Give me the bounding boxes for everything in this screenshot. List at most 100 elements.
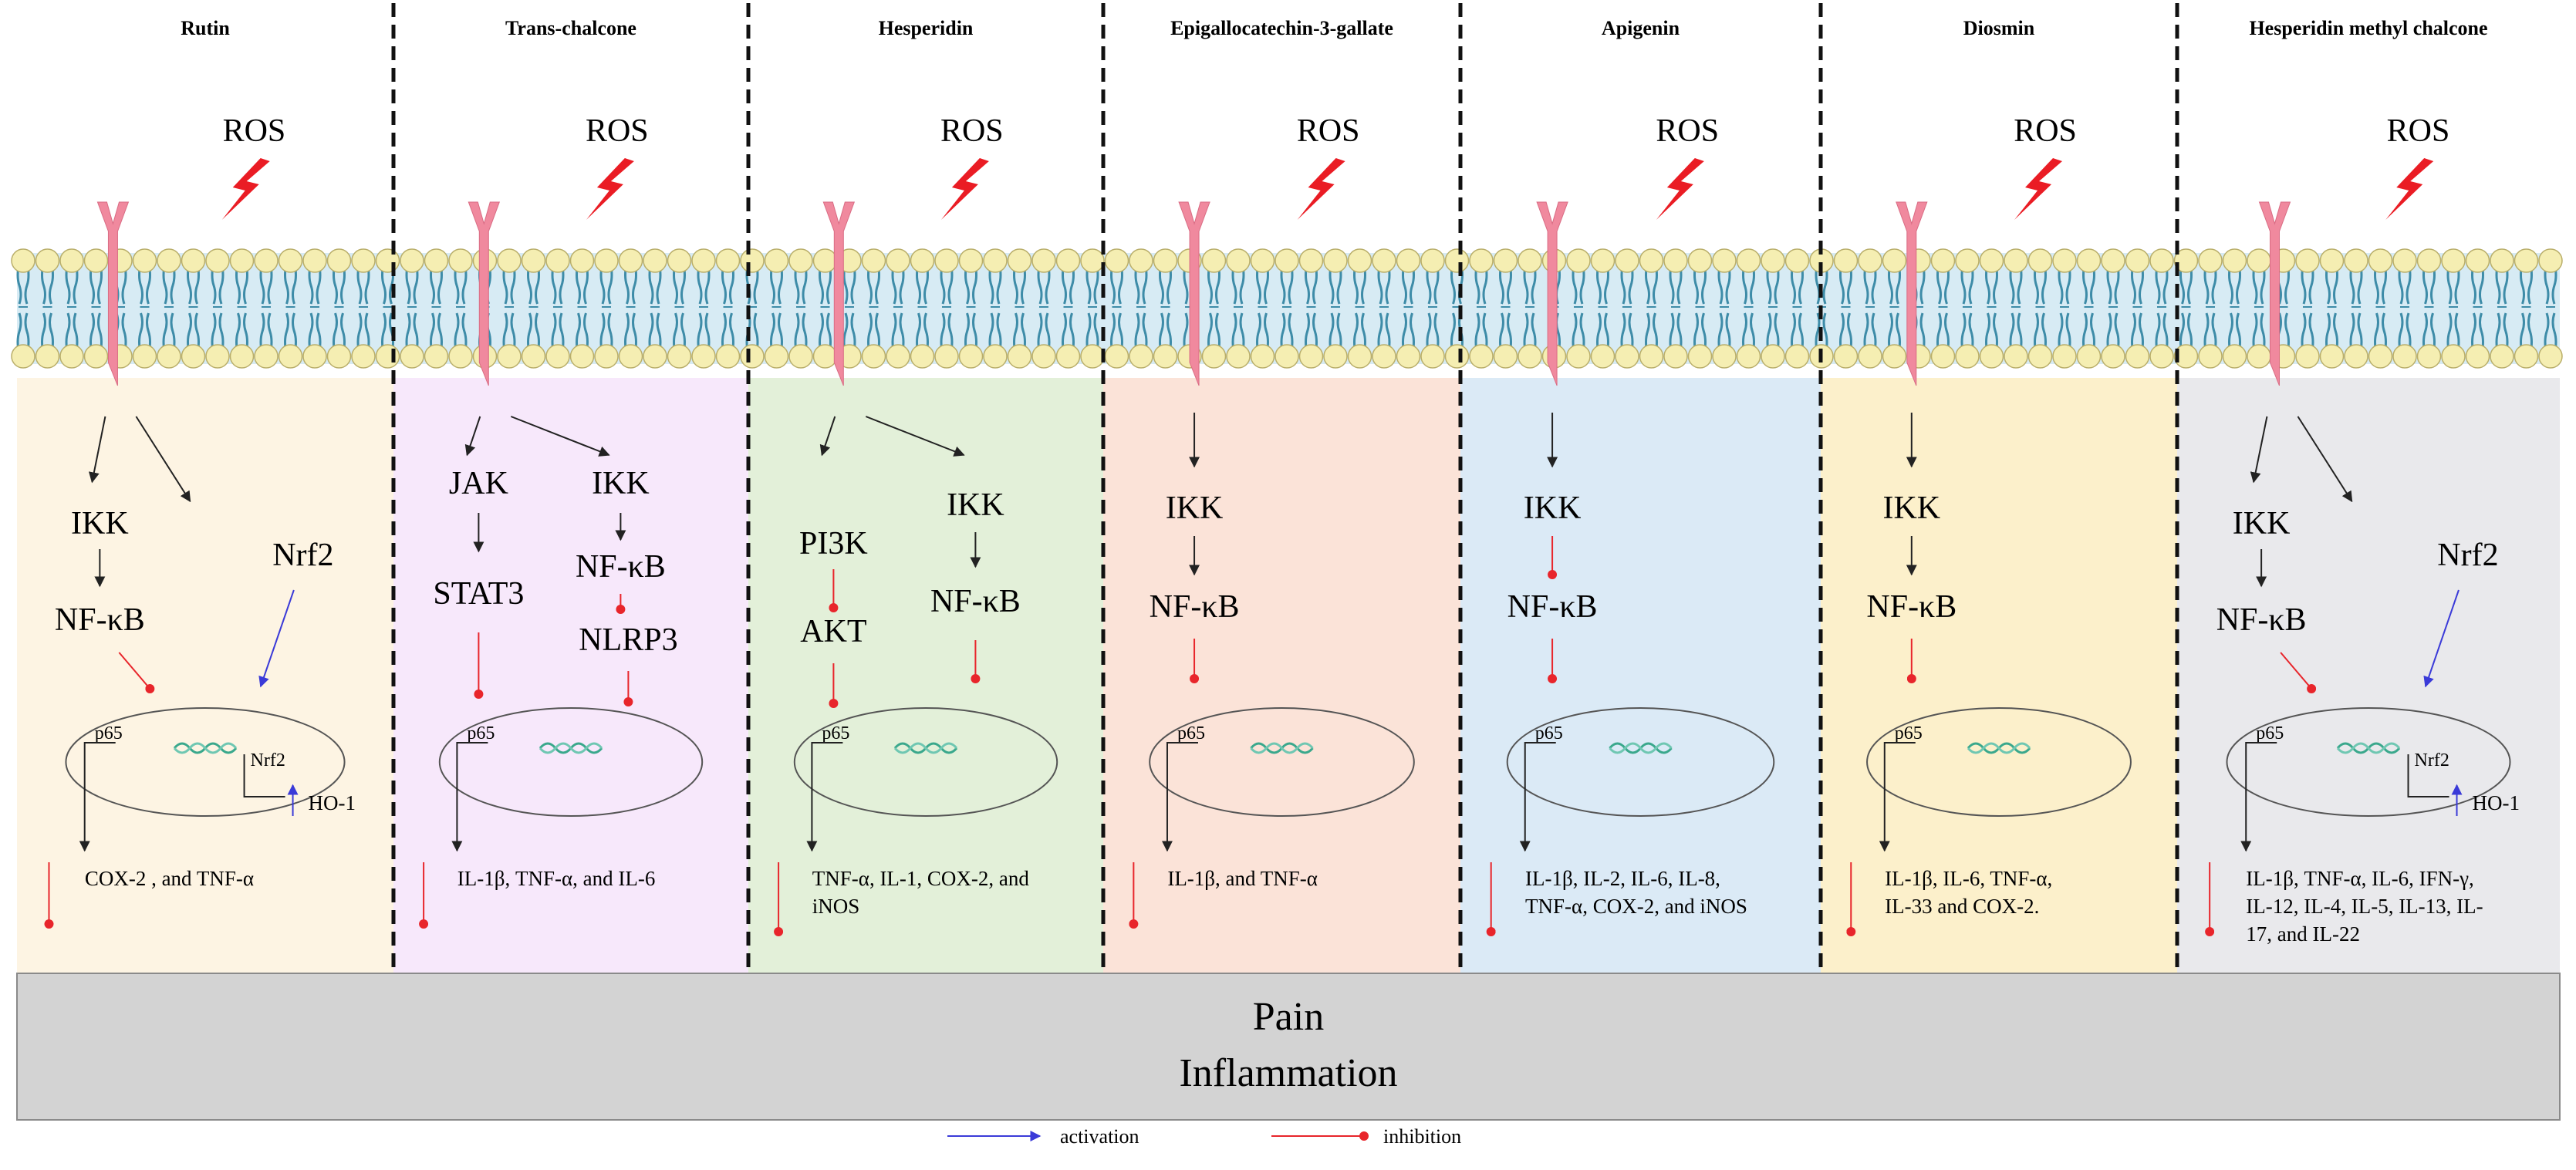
lipid-head: [400, 248, 424, 273]
ros-label: ROS: [1297, 113, 1360, 149]
dna-icon: [173, 742, 238, 754]
lipid-head: [1493, 344, 1518, 369]
node-nfkb: NF-κB: [1866, 589, 1956, 625]
lipid-head: [2125, 248, 2150, 273]
lipid-head: [1250, 344, 1275, 369]
lipid-head: [2465, 248, 2490, 273]
lipid-head: [667, 344, 692, 369]
lipid-head: [1129, 344, 1153, 369]
nrf2-to-nucleus-activation: [2423, 589, 2460, 688]
lipid-head: [2368, 344, 2393, 369]
nucleus-label-nrf2: Nrf2: [2415, 750, 2449, 770]
lipid-head: [2173, 344, 2199, 369]
lipid-head: [2392, 248, 2417, 273]
lipid-head: [1882, 248, 1907, 273]
nucleus: [793, 707, 1058, 817]
panel-title: Hesperidin methyl chalcone: [2249, 17, 2487, 39]
cytokine-list: IL-1β, IL-2, IL-6, IL-8,: [1525, 867, 1720, 890]
lipid-head: [1518, 248, 1542, 273]
lipid-head: [1590, 344, 1615, 369]
lipid-head: [2101, 344, 2125, 369]
lipid-head: [1687, 344, 1713, 369]
receptor-icon: [1178, 201, 1210, 386]
lipid-head: [1298, 344, 1324, 369]
ros-label: ROS: [1656, 113, 1719, 149]
lipid-head: [1323, 344, 1348, 369]
lipid-head: [83, 248, 109, 273]
lipid-head: [812, 344, 838, 369]
lipid-head: [1858, 344, 1882, 369]
lipid-head: [545, 248, 570, 273]
lipid-head: [2004, 248, 2028, 273]
lipid-head: [2441, 248, 2466, 273]
lipid-head: [326, 248, 352, 273]
ho1-label: HO-1: [2473, 791, 2520, 814]
lipid-head: [1420, 248, 1445, 273]
lipid-head: [1566, 344, 1591, 369]
lipid-head: [2514, 248, 2539, 273]
lipid-head: [1469, 344, 1494, 369]
lipid-head: [1663, 344, 1688, 369]
nucleus-label-p65: p65: [2256, 723, 2284, 743]
lipid-head: [2027, 248, 2053, 273]
lipid-head: [958, 344, 984, 369]
lipid-head: [181, 248, 206, 273]
lipid-head: [1979, 248, 2004, 273]
nucleus-label-p65: p65: [822, 723, 849, 743]
lipid-head: [302, 248, 327, 273]
node-left-1: PI3K: [799, 526, 868, 561]
nucleus-label-p65: p65: [1895, 723, 1923, 743]
receptor-to-left-arrow: [88, 416, 106, 484]
node-nfkb: NF-κB: [1507, 589, 1598, 625]
lipid-head: [1712, 344, 1737, 369]
lipid-head: [958, 248, 984, 273]
cytokine-list: IL-1β, IL-6, TNF-α,: [1885, 867, 2052, 890]
lipid-head: [1639, 248, 1664, 273]
lipid-head: [1250, 248, 1275, 273]
lipid-head: [448, 344, 473, 369]
nucleus-label-p65: p65: [95, 723, 123, 743]
lipid-head: [1153, 248, 1178, 273]
nrf2-connector: [2407, 754, 2449, 797]
lipid-head: [1784, 344, 1810, 369]
lipid-head: [521, 248, 546, 273]
lipid-head: [2247, 248, 2271, 273]
lipid-head: [2295, 344, 2320, 369]
lipid-head: [11, 248, 35, 273]
lipid-head: [1104, 248, 1129, 273]
lipid-head: [667, 248, 692, 273]
lipid-head: [254, 344, 279, 369]
lipid-head: [861, 344, 886, 369]
lipid-head: [1201, 344, 1227, 369]
receptor-to-left-arrow: [2250, 416, 2268, 484]
nucleus-label-p65: p65: [1535, 723, 1563, 743]
lipid-head: [861, 248, 886, 273]
panel-layer: [17, 378, 2560, 973]
lipid-head: [278, 344, 303, 369]
panel-title: Rutin: [181, 17, 230, 39]
lipid-head: [497, 248, 522, 273]
cytokine-list: IL-33 and COX-2.: [1885, 895, 2039, 918]
lipid-head: [1469, 248, 1494, 273]
node-ikk: IKK: [1166, 491, 1224, 526]
lipid-head: [2222, 344, 2247, 369]
lipid-head: [2416, 344, 2442, 369]
cytokine-list: TNF-α, COX-2, and iNOS: [1525, 895, 1747, 918]
lipid-head: [934, 344, 959, 369]
lipid-head: [1007, 344, 1032, 369]
lipid-head: [1833, 248, 1859, 273]
lipid-head: [812, 248, 838, 273]
node-left-2: NF-κB: [55, 602, 145, 638]
dna-icon: [1250, 742, 1314, 754]
lipid-head: [2004, 344, 2028, 369]
lipid-head: [691, 344, 716, 369]
lipid-head: [788, 248, 813, 273]
nucleus: [1149, 707, 1415, 817]
lipid-head: [229, 344, 255, 369]
lipid-head: [1007, 248, 1032, 273]
